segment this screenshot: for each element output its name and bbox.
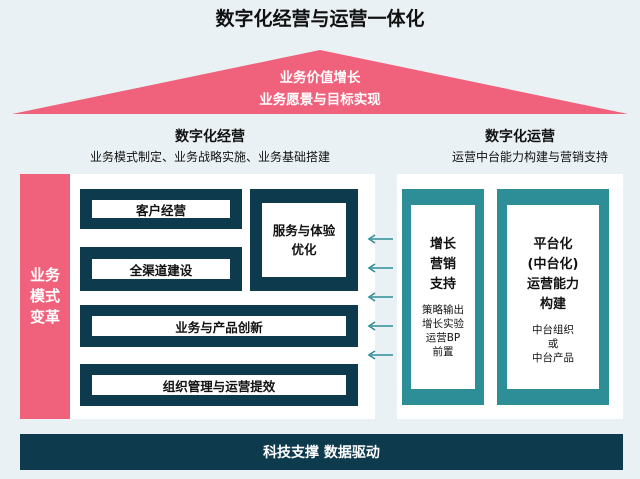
arrow-left-icon — [368, 350, 394, 360]
growth-detail-3: 运营BP — [425, 332, 461, 344]
customer-label: 客户经营 — [92, 200, 230, 218]
arrow-left-icon — [368, 321, 394, 331]
platform-detail-3: 中台产品 — [532, 352, 574, 364]
pillar-line-2: 模式 — [29, 287, 60, 305]
growth-detail-4: 前置 — [432, 346, 454, 358]
platform-title-4: 构建 — [539, 297, 566, 312]
innovation-box: 业务与产品创新 — [80, 305, 358, 347]
platform-title-1: 平台化 — [533, 237, 573, 252]
pillar-line-1: 业务 — [29, 266, 60, 284]
diagram-title: 数字化经营与运营一体化 — [215, 8, 425, 30]
growth-inner: 增长 营销 支持 策略输出 增长实验 运营BP 前置 — [411, 205, 475, 389]
innovation-label: 业务与产品创新 — [92, 316, 346, 336]
customer-box: 客户经营 — [80, 189, 242, 229]
arrow-left-icon — [368, 263, 394, 273]
arrow-left-icon — [368, 292, 394, 302]
platform-title-3: 运营能力 — [526, 277, 579, 292]
growth-detail-2: 增长实验 — [422, 318, 464, 330]
roof-line-1: 业务价值增长 — [279, 70, 361, 86]
platform-detail-1: 中台组织 — [532, 324, 574, 336]
roof-line-2: 业务愿景与目标实现 — [259, 92, 381, 108]
growth-title-3: 支持 — [429, 277, 456, 292]
org-label: 组织管理与运营提效 — [92, 375, 346, 395]
platform-inner: 平台化 (中台化) 运营能力 构建 中台组织 或 中台产品 — [507, 205, 599, 389]
channel-label: 全渠道建设 — [92, 259, 230, 279]
channel-box: 全渠道建设 — [80, 247, 242, 291]
arrow-left-icon — [368, 234, 394, 244]
growth-title-2: 营销 — [429, 257, 456, 272]
platform-box: 平台化 (中台化) 运营能力 构建 中台组织 或 中台产品 — [497, 189, 609, 405]
growth-box: 增长 营销 支持 策略输出 增长实验 运营BP 前置 — [402, 189, 484, 405]
arrows-group — [368, 234, 394, 360]
right-section-title: 数字化运营 — [485, 129, 555, 145]
growth-title-1: 增长 — [429, 237, 456, 252]
service-label: 服务与体验 优化 — [262, 203, 346, 277]
service-line-1: 服务与体验 — [272, 223, 336, 238]
left-section-title: 数字化经营 — [175, 129, 245, 145]
left-section-subtitle: 业务模式制定、业务战略实施、业务基础搭建 — [89, 150, 330, 164]
business-model-pillar: 业务 模式 变革 — [20, 174, 70, 419]
platform-detail-2: 或 — [547, 338, 559, 350]
right-section-subtitle: 运营中台能力构建与营销支持 — [451, 150, 608, 164]
growth-detail-1: 策略输出 — [422, 304, 464, 316]
pillar-line-3: 变革 — [29, 308, 60, 326]
org-box: 组织管理与运营提效 — [80, 364, 358, 406]
service-box: 服务与体验 优化 — [250, 189, 358, 291]
service-line-2: 优化 — [291, 242, 317, 257]
platform-title-2: (中台化) — [527, 257, 579, 272]
foundation-bar: 科技支撑 数据驱动 — [20, 434, 623, 470]
